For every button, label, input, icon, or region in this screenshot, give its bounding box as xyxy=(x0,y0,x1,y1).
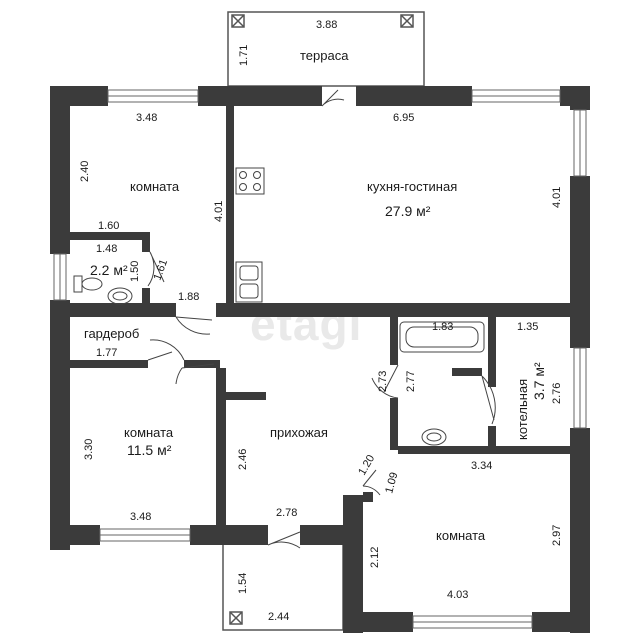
dim-porch-depth: 1.54 xyxy=(237,573,249,594)
windows xyxy=(53,89,587,629)
dim-bedroom-tl-right: 4.01 xyxy=(213,201,225,222)
doors xyxy=(147,89,496,549)
dim-hall-door-diag: 2.73 xyxy=(377,371,389,392)
terrace-outline xyxy=(227,11,425,87)
sink-icon xyxy=(235,261,263,303)
dim-porch-width: 2.44 xyxy=(268,611,289,623)
toilet-icon xyxy=(73,275,103,293)
dim-boiler-height: 2.76 xyxy=(551,383,563,404)
room-label-bedroom-left: комната xyxy=(124,425,174,440)
dim-bedroom-br-left: 2.12 xyxy=(369,547,381,568)
dim-kitchen-width: 6.95 xyxy=(393,112,414,124)
dim-bedroom-br-width-bottom: 4.03 xyxy=(447,589,468,601)
washbasin-icon xyxy=(107,287,133,305)
dim-terrace-depth: 1.71 xyxy=(238,45,250,66)
dim-hall-bottom: 2.78 xyxy=(276,507,297,519)
dim-kitchen-height: 4.01 xyxy=(551,187,563,208)
area-boiler: 3.7 м² xyxy=(531,362,547,400)
room-label-kitchen-living: кухня-гостиная xyxy=(367,179,457,194)
dim-corridor-top: 1.88 xyxy=(178,291,199,303)
room-label-bedroom-top-left: комната xyxy=(130,179,180,194)
room-label-terrace: терраса xyxy=(300,48,349,63)
walls xyxy=(50,86,590,633)
dim-hall-left: 2.46 xyxy=(237,449,249,470)
dim-bedroom-left-height: 3.30 xyxy=(83,439,95,460)
area-kitchen-living: 27.9 м² xyxy=(385,203,431,219)
dim-bath-small-height: 1.50 xyxy=(129,261,141,282)
dim-bedroom-tl-width: 3.48 xyxy=(136,112,157,124)
dim-hall-diag-1: 1.20 xyxy=(356,453,377,478)
dim-bedroom-tl-inner: 1.60 xyxy=(98,220,119,232)
room-label-hallway: прихожая xyxy=(270,425,328,440)
stove-icon xyxy=(235,167,265,195)
area-bedroom-left: 11.5 м² xyxy=(127,442,172,458)
washbasin-icon xyxy=(421,428,447,446)
dim-bedroom-br-width-top: 3.34 xyxy=(471,460,492,472)
dim-bathroom-left: 2.77 xyxy=(405,371,417,392)
bathtub-icon xyxy=(399,321,485,353)
dim-terrace-width: 3.88 xyxy=(316,19,337,31)
dim-wardrobe-width: 1.77 xyxy=(96,347,117,359)
area-bathroom-small: 2.2 м² xyxy=(90,262,128,278)
dim-bathroom-width: 1.83 xyxy=(432,321,453,333)
dim-bedroom-tl-height: 2.40 xyxy=(79,161,91,182)
room-label-bedroom-bottom-right: комната xyxy=(436,528,486,543)
dim-boiler-width: 1.35 xyxy=(517,321,538,333)
dim-bedroom-br-height: 2.97 xyxy=(551,525,563,546)
dim-bath-small-width: 1.48 xyxy=(96,243,117,255)
room-label-boiler: котельная xyxy=(515,379,530,440)
room-label-wardrobe: гардероб xyxy=(84,326,139,341)
dim-hall-diag-2: 1.09 xyxy=(383,471,400,495)
dim-bedroom-left-width: 3.48 xyxy=(130,511,151,523)
